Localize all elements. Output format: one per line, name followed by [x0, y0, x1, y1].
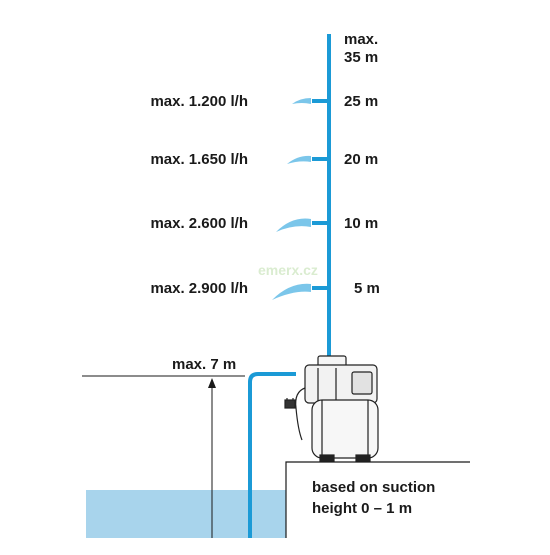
flow-label: max. 1.200 l/h: [150, 93, 248, 110]
flow-label: max. 2.900 l/h: [150, 280, 248, 297]
height-label: 5 m: [354, 280, 380, 297]
suction-max-label: max. 7 m: [172, 356, 237, 373]
water-reservoir: [86, 490, 286, 538]
outlet-stubs: [312, 99, 330, 290]
ground-line: [285, 461, 470, 538]
water-jet: [276, 218, 311, 232]
watermark: emerx.cz: [258, 262, 318, 278]
top-height-label-line2: 35 m: [344, 49, 379, 66]
suction-arrow-head: [208, 378, 216, 388]
power-plug: [284, 399, 296, 409]
water-jets: [272, 98, 311, 300]
suction-pipe: [248, 372, 296, 538]
water-jet: [287, 155, 311, 164]
top-height-label-line1: max.: [344, 31, 379, 48]
pump-foot: [355, 454, 371, 462]
power-cable: [295, 387, 306, 441]
pressure-tank: [311, 399, 379, 459]
height-label: 10 m: [344, 215, 379, 232]
flow-label: max. 1.650 l/h: [150, 151, 248, 168]
suction-note-line2: height 0 – 1 m: [312, 500, 413, 517]
water-jet: [272, 283, 311, 300]
pump-foot: [319, 454, 335, 462]
flow-label: max. 2.600 l/h: [150, 215, 248, 232]
suction-note-line1: based on suction: [312, 479, 436, 496]
height-label: 25 m: [344, 93, 379, 110]
height-label: 20 m: [344, 151, 379, 168]
pump-switch: [351, 371, 373, 395]
pump-unit: [284, 355, 379, 462]
water-jet: [292, 98, 311, 104]
